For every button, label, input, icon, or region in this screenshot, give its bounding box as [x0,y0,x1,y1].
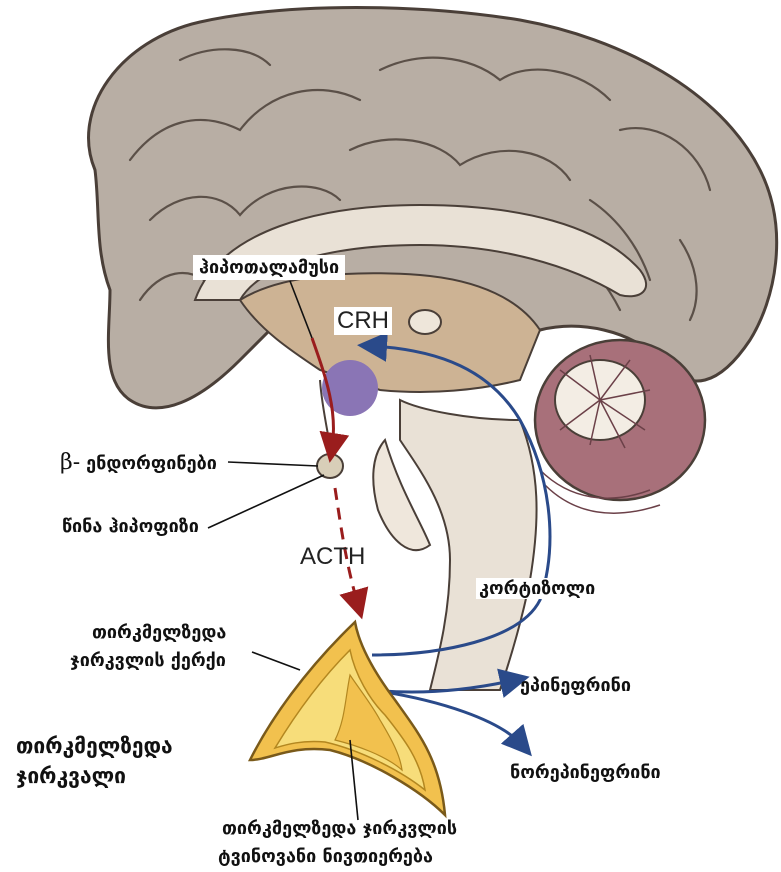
beta-symbol: β- [60,450,80,475]
acth-label: ACTH [300,543,365,571]
adrenal-medulla-label-line2: ტვინოვანი ნივთიერება [218,846,433,867]
hypothalamus-label: ჰიპოთალამუსი [193,255,345,280]
cerebellum [535,340,705,513]
adrenal-cortex-label-line1: თირკმელზედა [92,622,226,643]
beta-endorphins-label: β-ენდორფინები [60,450,217,475]
cortisol-label: კორტიზოლი [476,578,598,599]
epinephrine-label: ეპინეფრინი [520,675,631,696]
adrenal-gland [250,622,445,815]
adrenal-medulla-label-line1: თირკმელზედა ჯირკვლის [222,818,457,839]
adrenal-gland-label-line2: ჯირკვალი [16,764,126,788]
beta-endorphins-text: ენდორფინები [86,453,217,474]
crh-label: CRH [334,307,392,335]
adrenal-gland-label-line1: თირკმელზედა [16,734,173,758]
anterior-pituitary-label: წინა ჰიპოფიზი [62,516,199,537]
adrenal-cortex-label-line2: ჯირკვლის ქერქი [70,650,226,671]
norepinephrine-label: ნორეპინეფრინი [510,762,661,783]
pineal-region [409,310,441,334]
pituitary-gland [317,454,343,478]
